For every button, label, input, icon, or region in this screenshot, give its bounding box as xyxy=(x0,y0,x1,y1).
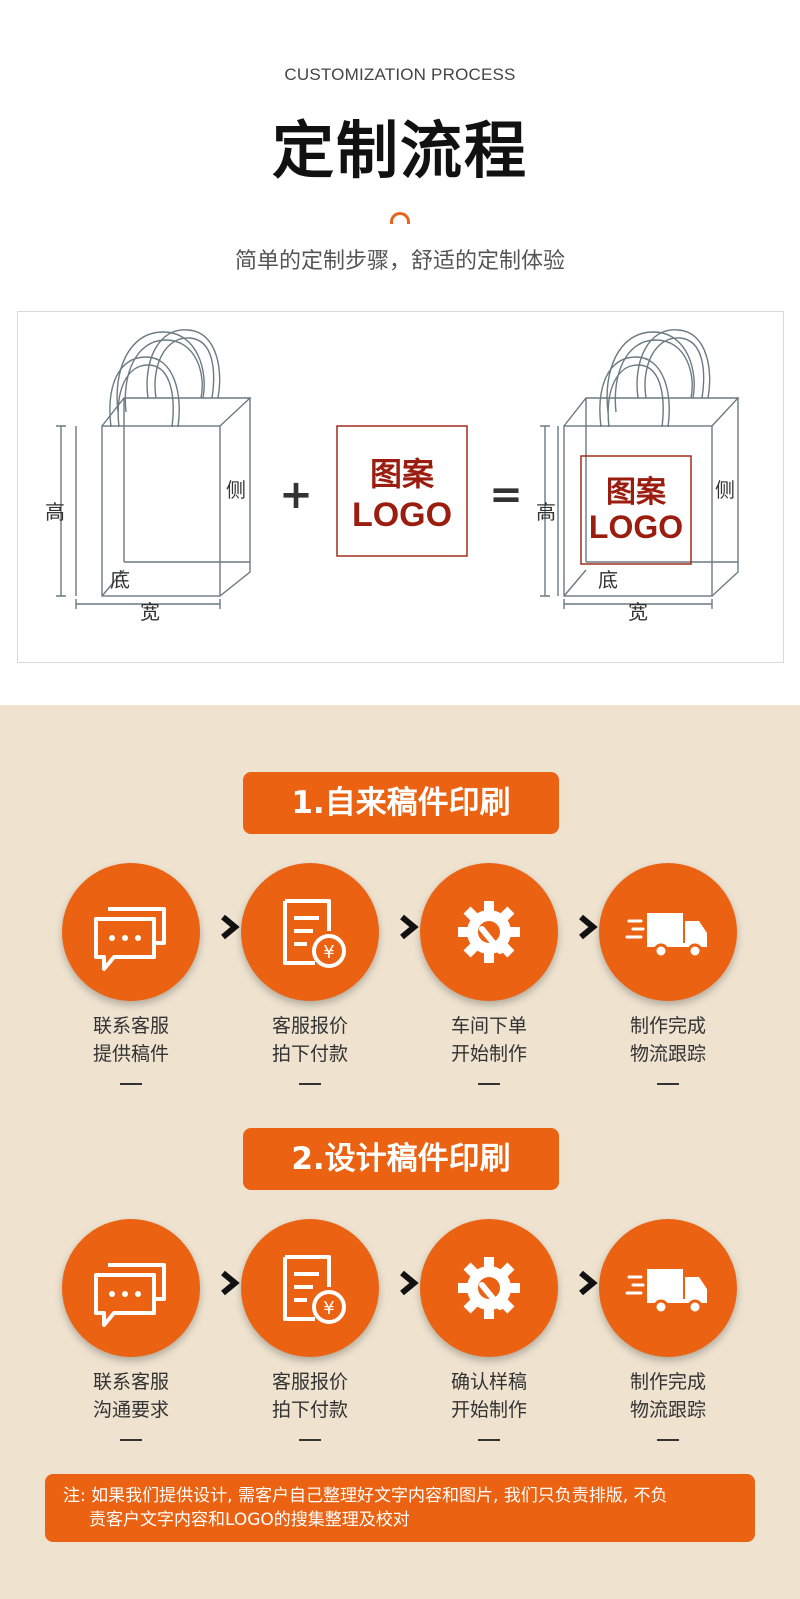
chat-icon xyxy=(94,907,166,971)
logo-text-1: 图案 xyxy=(370,455,435,493)
section1-step-4-text: 制作完成物流跟踪 xyxy=(578,1012,758,1068)
step-line-1: 联系客服 xyxy=(92,1015,169,1037)
logo-box xyxy=(336,425,468,557)
bag-diagram-svg: 高 侧 底 宽 + 图案 LOGO = xyxy=(45,329,740,624)
step-dash xyxy=(657,1439,679,1441)
chat-icon xyxy=(94,1263,166,1327)
logo-text-2: LOGO xyxy=(352,496,452,534)
printed-logo-text-2: LOGO xyxy=(589,509,683,545)
section1-title: 1.自来稿件印刷 xyxy=(243,772,559,834)
chevron-right-icon xyxy=(219,1270,241,1296)
page-title: 定制流程 xyxy=(271,114,528,187)
step-line-2: 沟通要求 xyxy=(92,1399,169,1421)
section1-step-1-circle xyxy=(62,863,200,1001)
step-line-1: 制作完成 xyxy=(629,1371,706,1393)
step-line-1: 车间下单 xyxy=(450,1015,527,1037)
section2-step-3-text: 确认样稿开始制作 xyxy=(399,1368,579,1424)
truck-icon xyxy=(625,1269,707,1315)
section1-step-1-text: 联系客服提供稿件 xyxy=(41,1012,221,1068)
header-section: CUSTOMIZATION PROCESS 定制流程 简单的定制步骤，舒适的定制… xyxy=(0,0,800,705)
section2-step-1-text: 联系客服沟通要求 xyxy=(41,1368,221,1424)
chevron-right-icon xyxy=(577,914,599,940)
step-dash xyxy=(120,1083,142,1085)
equals-sign: = xyxy=(489,472,523,518)
chevron-right-icon xyxy=(398,1270,420,1296)
height-label: 高 xyxy=(45,500,65,524)
tagline: 简单的定制步骤，舒适的定制体验 xyxy=(234,249,565,274)
section1-step-3-text: 车间下单开始制作 xyxy=(399,1012,579,1068)
step-line-2: 开始制作 xyxy=(450,1043,527,1065)
step-dash xyxy=(120,1439,142,1441)
width-label-2: 宽 xyxy=(628,600,648,624)
section2-title: 2.设计稿件印刷 xyxy=(243,1128,559,1190)
plus-sign: + xyxy=(279,472,313,518)
step-dash xyxy=(299,1083,321,1085)
step-line-1: 制作完成 xyxy=(629,1015,706,1037)
step-dash xyxy=(299,1439,321,1441)
width-label: 宽 xyxy=(140,600,160,624)
section2-step-2-text: 客服报价拍下付款 xyxy=(220,1368,400,1424)
invoice-icon: ¥ xyxy=(283,1255,346,1324)
gear-wrench-icon xyxy=(458,901,520,963)
arc-ornament-icon xyxy=(390,212,410,224)
gear-wrench-icon xyxy=(458,1257,520,1319)
step-dash xyxy=(478,1439,500,1441)
step-line-1: 客服报价 xyxy=(271,1371,348,1393)
subtitle-en: CUSTOMIZATION PROCESS xyxy=(284,65,516,84)
plain-bag-icon xyxy=(56,329,252,609)
chevron-right-icon xyxy=(577,1270,599,1296)
step-line-2: 开始制作 xyxy=(450,1399,527,1421)
step-line-1: 确认样稿 xyxy=(450,1371,527,1393)
section2-step-4-text: 制作完成物流跟踪 xyxy=(578,1368,758,1424)
bottom-label-2: 底 xyxy=(598,568,618,592)
printed-logo-box xyxy=(580,455,692,565)
section1-step-2-circle: ¥ xyxy=(241,863,379,1001)
side-label-2: 侧 xyxy=(715,478,735,502)
step-dash xyxy=(657,1083,679,1085)
note-line-1: 注: 如果我们提供设计, 需客户自己整理好文字内容和图片, 我们只负责排版, 不… xyxy=(63,1486,668,1506)
step-line-2: 物流跟踪 xyxy=(629,1399,706,1421)
svg-text:¥: ¥ xyxy=(323,1298,334,1319)
section2-step-3-circle xyxy=(420,1219,558,1357)
bag-diagram: 高 侧 底 宽 + 图案 LOGO = xyxy=(17,311,784,663)
truck-icon xyxy=(625,913,707,959)
side-label: 侧 xyxy=(226,478,246,502)
note-banner: 注: 如果我们提供设计, 需客户自己整理好文字内容和图片, 我们只负责排版, 不… xyxy=(45,1474,755,1542)
invoice-icon: ¥ xyxy=(283,899,346,968)
section2-step-2-circle: ¥ xyxy=(241,1219,379,1357)
step-line-2: 物流跟踪 xyxy=(629,1043,706,1065)
step-line-2: 拍下付款 xyxy=(271,1043,348,1065)
printed-logo-text-1: 图案 xyxy=(606,475,667,510)
section1-step-4-circle xyxy=(599,863,737,1001)
chevron-right-icon xyxy=(398,914,420,940)
chevron-right-icon xyxy=(219,914,241,940)
section1-step-3-circle xyxy=(420,863,558,1001)
svg-text:¥: ¥ xyxy=(323,942,334,963)
bottom-label: 底 xyxy=(110,568,130,592)
section2-step-4-circle xyxy=(599,1219,737,1357)
height-label-2: 高 xyxy=(536,500,556,524)
step-line-1: 联系客服 xyxy=(92,1371,169,1393)
step-line-2: 提供稿件 xyxy=(92,1043,169,1065)
step-line-1: 客服报价 xyxy=(271,1015,348,1037)
step-line-2: 拍下付款 xyxy=(271,1399,348,1421)
section1-step-2-text: 客服报价拍下付款 xyxy=(220,1012,400,1068)
printed-bag-icon xyxy=(540,329,740,609)
step-dash xyxy=(478,1083,500,1085)
note-line-2: 责客户文字内容和LOGO的搜集整理及校对 xyxy=(89,1510,410,1530)
section2-step-1-circle xyxy=(62,1219,200,1357)
